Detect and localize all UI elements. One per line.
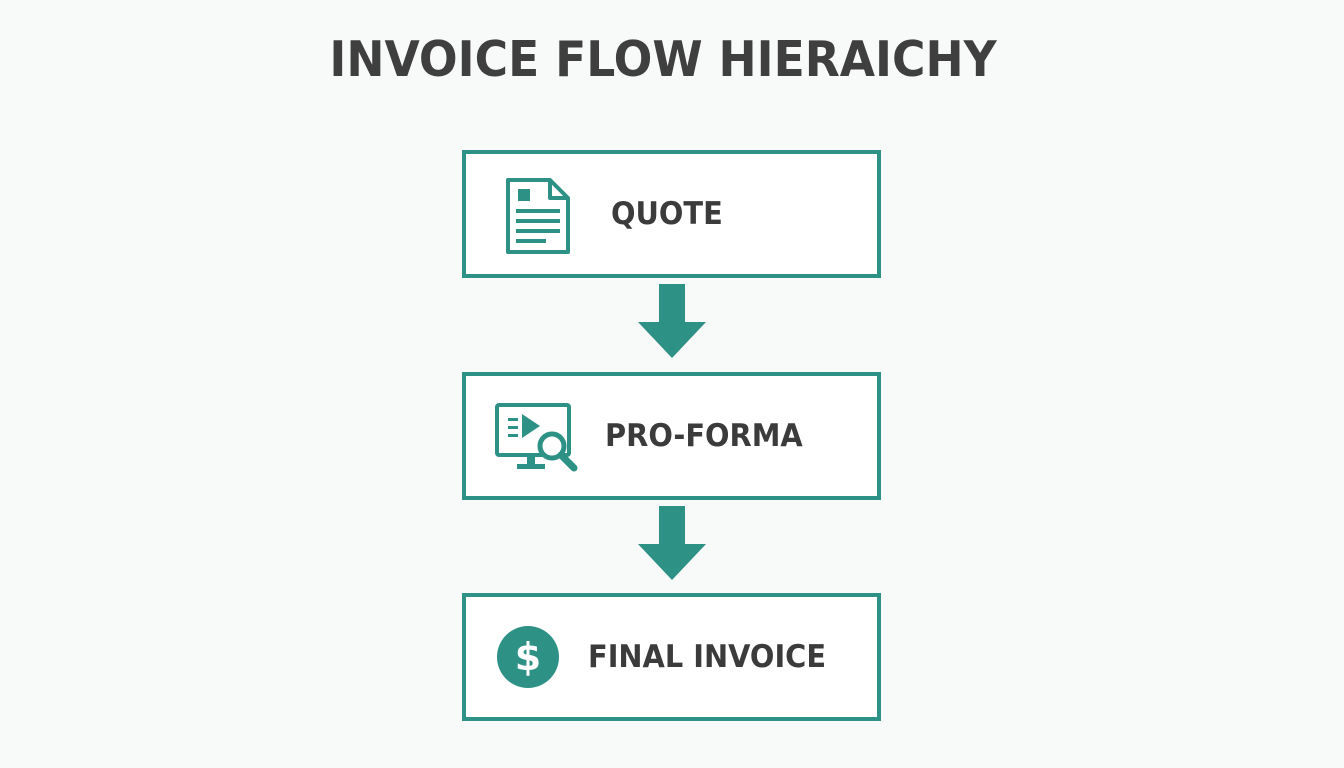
svg-text:$: $ [515,635,541,679]
dollar-icon: $ [497,626,559,688]
step-final-invoice: $ FINAL INVOICE [462,593,881,721]
diagram-title: INVOICE FLOW HIERAICHY [329,31,997,88]
down-arrow-icon [638,506,706,580]
document-icon [506,178,570,254]
step-pro-forma: PRO-FORMA [462,372,881,500]
step-label-quote: QUOTE [611,196,723,232]
monitor-search-icon [495,403,578,472]
step-label-pro-forma: PRO-FORMA [605,418,803,454]
step-quote: QUOTE [462,150,881,278]
step-label-final-invoice: FINAL INVOICE [588,639,827,675]
down-arrow-icon [638,284,706,358]
